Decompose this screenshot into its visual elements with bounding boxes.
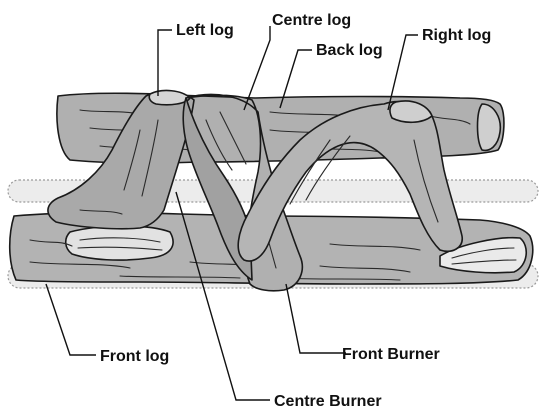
label-left-log: Left log xyxy=(176,22,234,39)
leader-front-burner xyxy=(286,284,346,353)
leader-front-log xyxy=(46,284,96,355)
leader-left-log xyxy=(158,30,172,96)
label-front-burner: Front Burner xyxy=(342,346,440,363)
label-back-log: Back log xyxy=(316,42,383,59)
label-front-log: Front log xyxy=(100,348,169,365)
label-right-log: Right log xyxy=(422,27,491,44)
label-centre-burner: Centre Burner xyxy=(274,393,382,410)
label-centre-log: Centre log xyxy=(272,12,351,29)
